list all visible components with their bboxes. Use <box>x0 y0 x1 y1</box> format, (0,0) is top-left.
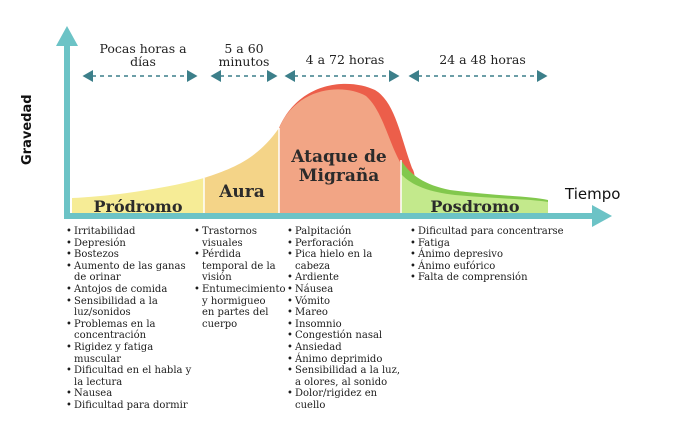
symptom-item: Sensibilidad a la luz, a olores, al soni… <box>287 365 405 388</box>
symptom-item: Pérdida temporal de la visión <box>194 249 280 284</box>
symptom-item: Ardiente <box>287 272 405 284</box>
symptom-item: Mareo <box>287 307 405 319</box>
symptoms-aura: Trastornos visualesPérdida temporal de l… <box>194 226 285 330</box>
y-axis-label: Gravedad <box>20 94 35 165</box>
posdromo-area <box>401 174 548 216</box>
duration-posdromo: 24 a 48 horas <box>439 52 526 67</box>
prodromo-area <box>72 178 204 216</box>
symptoms-prodromo: IrritabilidadDepresiónBostezosAumento de… <box>66 226 194 412</box>
symptom-item: Irritabilidad <box>66 226 194 238</box>
phase-ataque: Ataque de Migraña <box>291 147 387 186</box>
symptom-item: Pica hielo en la cabeza <box>287 249 405 272</box>
symptom-item: Dificultad para concentrarse <box>410 226 570 238</box>
symptom-item: Vómito <box>287 296 405 308</box>
x-axis-label: Tiempo <box>565 185 621 203</box>
symptom-item: Náusea <box>287 284 405 296</box>
symptom-item: Palpitación <box>287 226 405 238</box>
duration-prodromo: Pocas horas a días <box>99 41 187 69</box>
symptom-item: Depresión <box>66 238 194 250</box>
symptom-item: Problemas en la concentración <box>66 319 194 342</box>
duration-aura: 5 a 60 minutos <box>218 41 270 69</box>
symptom-item: Falta de comprensión <box>410 272 570 284</box>
y-axis-arrow-icon <box>56 26 78 46</box>
symptom-item: Ánimo depresivo <box>410 249 570 261</box>
phase-posdromo: Posdromo <box>430 197 520 216</box>
symptom-item: Aumento de las ganas de orinar <box>66 261 194 284</box>
symptom-item: Rigidez y fatiga muscular <box>66 342 194 365</box>
phase-prodromo: Pródromo <box>93 197 183 216</box>
symptom-item: Ánimo eufórico <box>410 261 570 273</box>
symptom-item: Bostezos <box>66 249 194 261</box>
symptom-item: Congestión nasal <box>287 330 405 342</box>
symptom-item: Insomnio <box>287 319 405 331</box>
x-axis-arrow-icon <box>592 205 612 227</box>
ataque-area <box>279 89 401 216</box>
symptom-item: Dificultad para dormir <box>66 400 194 412</box>
symptom-item: Dificultad en el habla y la lectura <box>66 365 194 388</box>
symptom-item: Perforación <box>287 238 405 250</box>
symptom-item: Ansiedad <box>287 342 405 354</box>
symptom-item: Ánimo deprimido <box>287 354 405 366</box>
symptom-item: Fatiga <box>410 238 570 250</box>
symptom-item: Sensibilidad a la luz/sonidos <box>66 296 194 319</box>
symptom-item: Nausea <box>66 388 194 400</box>
symptoms-ataque: PalpitaciónPerforaciónPica hielo en la c… <box>287 226 405 412</box>
symptom-item: Trastornos visuales <box>194 226 280 249</box>
symptom-item: Entumecimiento y hormigueo en partes del… <box>194 284 285 330</box>
symptoms-posdromo: Dificultad para concentrarseFatigaÁnimo … <box>410 226 570 284</box>
phase-aura: Aura <box>219 182 265 202</box>
aura-area <box>204 128 279 216</box>
duration-ataque: 4 a 72 horas <box>305 52 385 67</box>
symptom-item: Antojos de comida <box>66 284 194 296</box>
symptom-item: Dolor/rigidez en cuello <box>287 388 405 411</box>
